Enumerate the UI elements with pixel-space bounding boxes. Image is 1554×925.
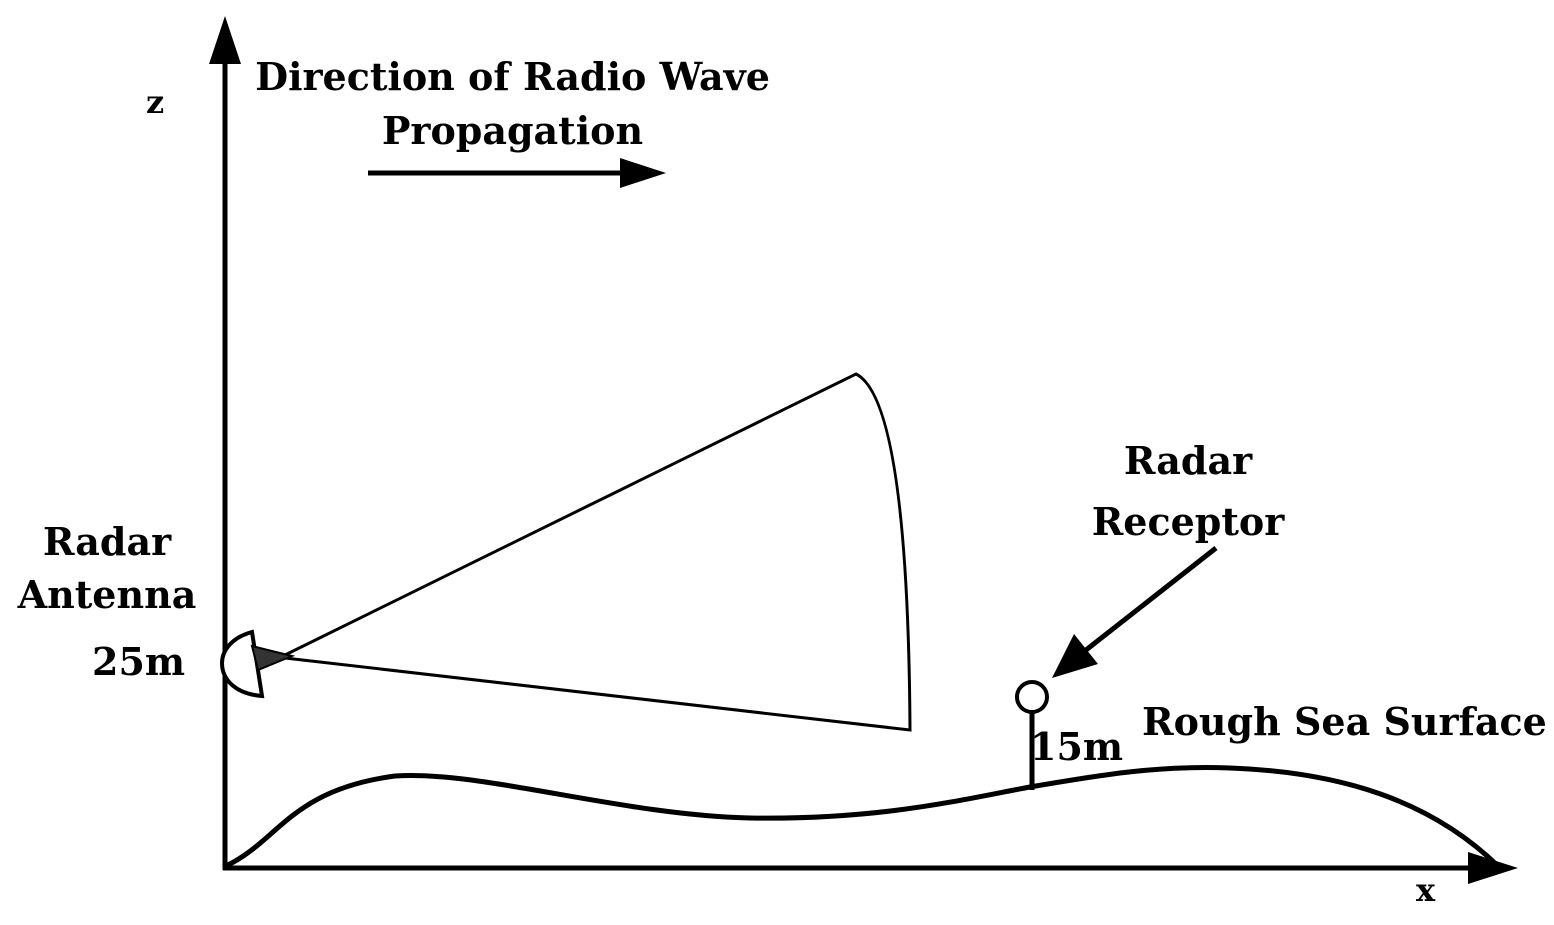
sea-surface-label: Rough Sea Surface: [1142, 699, 1547, 744]
antenna-height-label: 25m: [92, 639, 186, 684]
x-axis-label: x: [1416, 871, 1436, 909]
radar-antenna-feed: [250, 644, 296, 672]
propagation-label-line2: Propagation: [381, 108, 644, 153]
propagation-label-line1: Direction of Radio Wave: [255, 54, 770, 99]
antenna-label-line2: Antenna: [17, 572, 197, 617]
receptor-pointer-arrowhead: [1052, 634, 1098, 678]
radar-beam: [284, 372, 912, 732]
receptor-height-label: 15m: [1030, 724, 1124, 769]
x-axis-arrowhead: [1468, 852, 1518, 884]
receptor-label-line2: Receptor: [1091, 499, 1285, 544]
antenna-label-line1: Radar: [42, 519, 172, 564]
receptor-icon: [1015, 680, 1049, 714]
receptor-label-line1: Radar: [1123, 438, 1253, 483]
receptor-pointer-arrow: [1084, 546, 1218, 652]
propagation-arrowhead: [620, 158, 666, 188]
z-axis-arrowhead: [209, 16, 241, 64]
z-axis-label: z: [146, 83, 165, 121]
sea-surface: [224, 764, 1500, 869]
